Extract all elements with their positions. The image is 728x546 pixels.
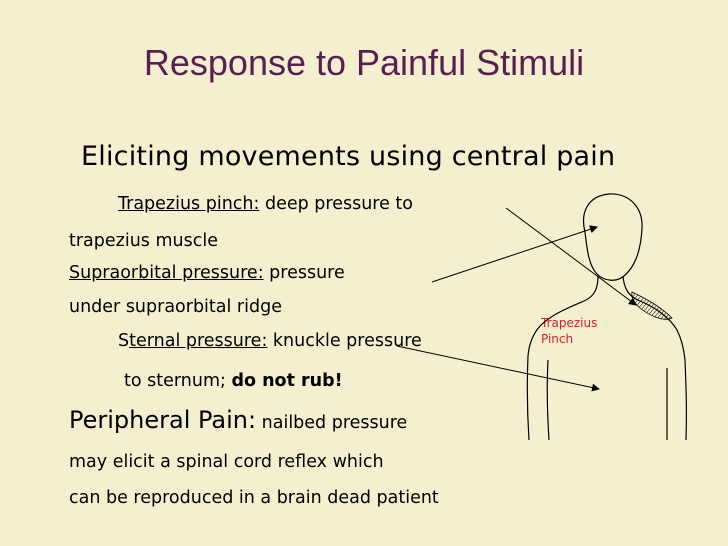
sternal-warning: do not rub!	[231, 371, 343, 391]
supraorbital-line-1: Supraorbital pressure: pressure	[69, 263, 345, 283]
slide-subtitle: Eliciting movements using central pain	[81, 141, 616, 172]
left-arm-outline	[526, 355, 530, 441]
head-outline	[583, 193, 643, 281]
sternal-term-first: S	[118, 331, 130, 351]
trapezius-hatched-area	[631, 291, 673, 320]
trapezius-term: Trapezius pinch:	[118, 194, 260, 214]
trapezius-pinch-label: Trapezius Pinch	[541, 315, 597, 347]
left-shoulder-outline	[527, 275, 599, 357]
arrow-trapezius	[505, 207, 637, 306]
left-arm-inner	[546, 359, 550, 441]
arrow-sternal	[396, 345, 600, 392]
peripheral-text-1: nailbed pressure	[256, 413, 408, 433]
supraorbital-text-1: pressure	[263, 263, 345, 283]
pinch-label-line-2: Pinch	[541, 332, 574, 346]
slide-title: Response to Painful Stimuli	[143, 42, 585, 83]
supraorbital-line-2: under supraorbital ridge	[69, 297, 282, 317]
sternal-text-2: to sternum;	[124, 371, 232, 391]
trapezius-line-1: Trapezius pinch: deep pressure to	[118, 194, 413, 214]
supraorbital-term: Supraorbital pressure:	[69, 263, 264, 283]
peripheral-line-2: may elicit a spinal cord reflex which	[69, 452, 384, 472]
arrow-supraorbital	[431, 225, 598, 283]
trapezius-text-1: deep pressure to	[259, 194, 414, 214]
pinch-label-line-1: Trapezius	[541, 316, 598, 330]
peripheral-line-1: Peripheral Pain: nailbed pressure	[69, 406, 407, 434]
sternal-text-1: knuckle pressure	[267, 331, 422, 351]
peripheral-line-3: can be reproduced in a brain dead patien…	[69, 488, 439, 508]
trapezius-line-2: trapezius muscle	[69, 231, 218, 251]
peripheral-term: Peripheral Pain	[69, 406, 248, 434]
sternal-line-2: to sternum; do not rub!	[124, 371, 343, 391]
right-arm-outline	[684, 359, 688, 441]
sternal-line-1: Sternal pressure: knuckle pressure	[118, 331, 422, 351]
right-shoulder-outline	[622, 275, 686, 361]
peripheral-colon: :	[247, 406, 257, 434]
sternal-term: ternal pressure:	[129, 331, 268, 351]
